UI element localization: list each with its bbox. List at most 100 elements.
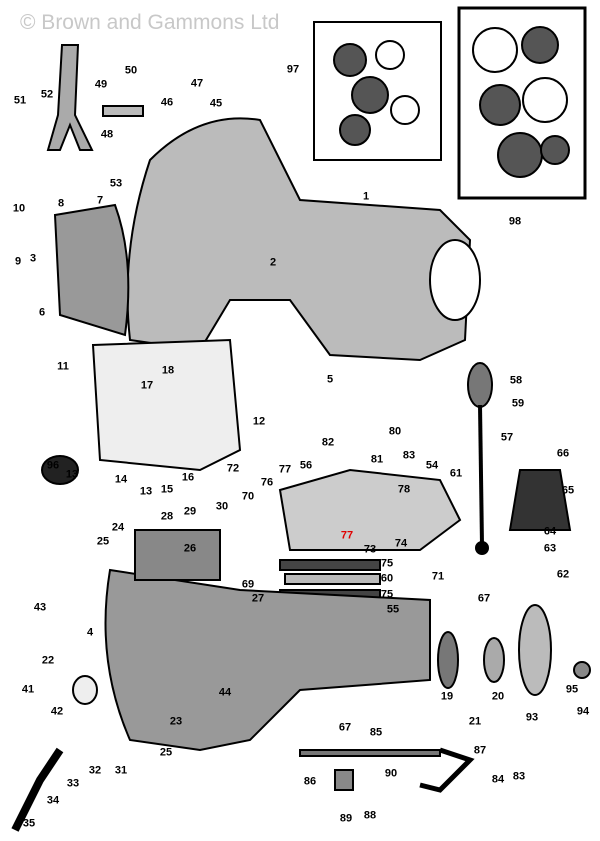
callout-label: 35	[22, 817, 36, 830]
callout-label: 46	[160, 96, 174, 109]
callout-label: 73	[363, 543, 377, 556]
callout-label: 77	[278, 463, 292, 476]
callout-label: 62	[556, 568, 570, 581]
callout-label: 21	[468, 715, 482, 728]
callout-label: 94	[576, 705, 590, 718]
callout-label: 8	[57, 197, 65, 210]
plug-42	[72, 675, 98, 705]
callout-label: 29	[183, 505, 197, 518]
callout-label: 83	[402, 449, 416, 462]
callout-label: 89	[339, 812, 353, 825]
callout-label: 56	[299, 459, 313, 472]
callout-label: 20	[491, 690, 505, 703]
callout-label: 53	[109, 177, 123, 190]
gasket-kit-97	[333, 40, 420, 146]
callout-label: 5	[326, 373, 334, 386]
callout-label: 17	[140, 379, 154, 392]
callout-label: 33	[66, 777, 80, 790]
callout-label: 88	[363, 809, 377, 822]
callout-label: 81	[370, 453, 384, 466]
callout-label: 41	[21, 683, 35, 696]
callout-label: 52	[40, 88, 54, 101]
speedo-drive-34	[11, 747, 64, 832]
callout-label: 67	[338, 721, 352, 734]
callout-label: 70	[241, 490, 255, 503]
callout-label: 78	[397, 483, 411, 496]
callout-label: 10	[12, 202, 26, 215]
callout-label-highlighted: 77	[340, 529, 354, 542]
callout-label: 97	[286, 63, 300, 76]
rubber-boot-65	[508, 469, 572, 531]
callout-label: 50	[124, 64, 138, 77]
callout-label: 44	[218, 686, 232, 699]
callout-label: 49	[94, 78, 108, 91]
callout-label: 61	[449, 467, 463, 480]
callout-label: 51	[13, 94, 27, 107]
callout-label: 48	[100, 128, 114, 141]
callout-label: 86	[303, 775, 317, 788]
callout-label: 67	[477, 592, 491, 605]
callout-label: 45	[209, 97, 223, 110]
callout-label: 6	[38, 306, 46, 319]
callout-label: 13	[65, 468, 79, 481]
callout-label: 16	[181, 471, 195, 484]
callout-label: 75	[380, 588, 394, 601]
housing-top-26	[134, 529, 221, 581]
callout-label: 95	[565, 683, 579, 696]
callout-label: 2	[269, 256, 277, 269]
callout-label: 69	[241, 578, 255, 591]
callout-label: 57	[500, 431, 514, 444]
callout-label: 3	[29, 252, 37, 265]
callout-label: 24	[111, 521, 125, 534]
callout-label: 12	[252, 415, 266, 428]
gear-lever-knob	[467, 362, 493, 408]
callout-label: 54	[425, 459, 439, 472]
grommet-96	[41, 455, 79, 485]
part-86	[334, 769, 354, 791]
flange-93	[518, 604, 552, 696]
callout-label: 93	[525, 711, 539, 724]
callout-label: 72	[226, 462, 240, 475]
oil-seal-20	[483, 637, 505, 683]
gearbox-casing-1	[126, 117, 472, 362]
callout-label: 43	[33, 601, 47, 614]
nut-94	[573, 661, 591, 679]
watermark-text: © Brown and Gammons Ltd	[20, 11, 280, 34]
callout-label: 55	[386, 603, 400, 616]
side-cover-plate-12	[91, 338, 242, 472]
callout-label: 65	[561, 484, 575, 497]
cable-87	[419, 747, 475, 793]
callout-label: 90	[384, 767, 398, 780]
callout-label: 82	[321, 436, 335, 449]
callout-label: 14	[114, 473, 128, 486]
callout-label: 9	[14, 255, 22, 268]
callout-label: 22	[41, 654, 55, 667]
callout-label: 30	[215, 500, 229, 513]
top-cover-54	[278, 468, 462, 551]
callout-label: 59	[511, 397, 525, 410]
shaft-50	[102, 105, 144, 117]
callout-label: 98	[508, 215, 522, 228]
callout-label: 18	[161, 364, 175, 377]
callout-label: 23	[169, 715, 183, 728]
callout-label: 96	[46, 459, 60, 472]
callout-label: 19	[440, 690, 454, 703]
callout-label: 42	[50, 705, 64, 718]
rear-extension-housing	[104, 568, 431, 752]
callout-label: 58	[509, 374, 523, 387]
callout-label: 63	[543, 542, 557, 555]
callout-label: 25	[96, 535, 110, 548]
callout-label: 34	[46, 794, 60, 807]
callout-label: 85	[369, 726, 383, 739]
callout-label: 74	[394, 537, 408, 550]
callout-label: 80	[388, 425, 402, 438]
callout-label: 66	[556, 447, 570, 460]
callout-label: 1	[362, 190, 370, 203]
callout-label: 27	[251, 592, 265, 605]
front-cover-8	[53, 203, 130, 337]
gasket-kit-98	[472, 26, 570, 178]
callout-label: 64	[543, 525, 557, 538]
callout-label: 7	[96, 194, 104, 207]
